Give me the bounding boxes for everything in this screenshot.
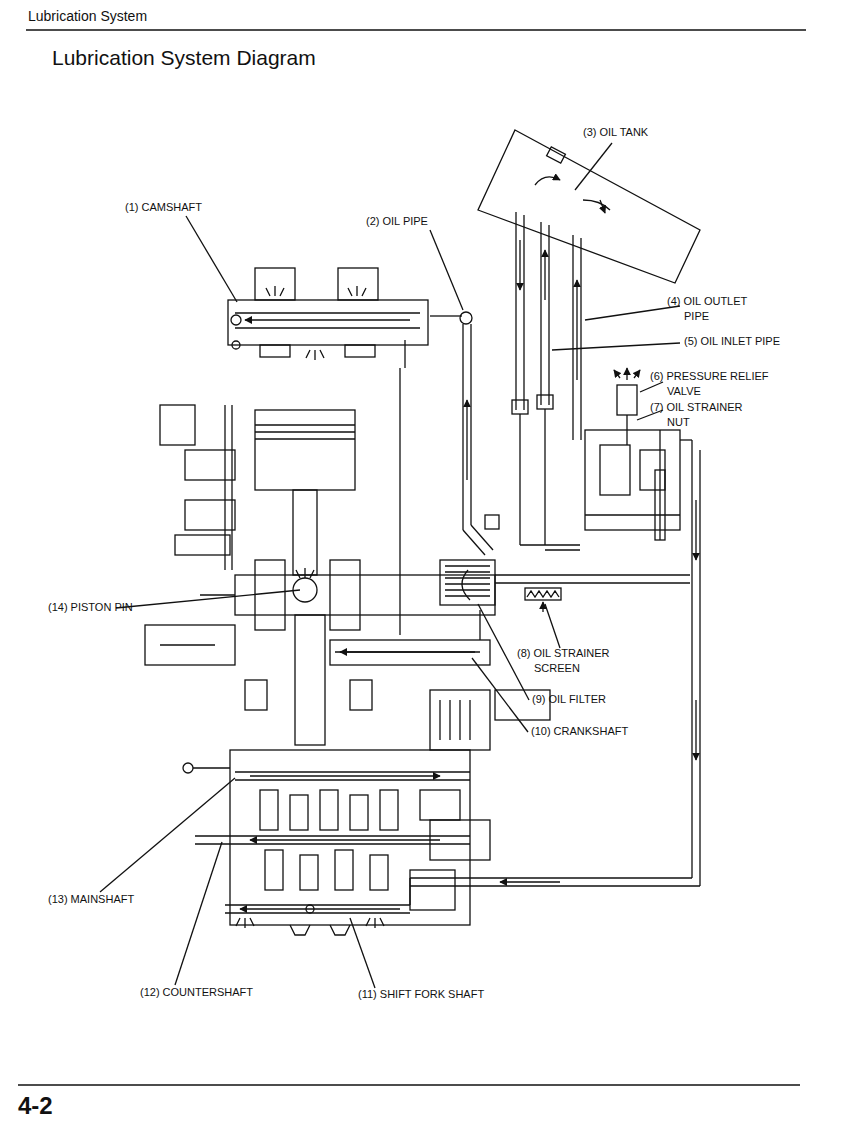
callout-label: (8) OIL STRAINER SCREEN [517, 646, 629, 676]
callout-label: (2) OIL PIPE [366, 214, 428, 229]
callout-label: (3) OIL TANK [583, 125, 648, 140]
page-number: 4-2 [18, 1090, 53, 1122]
callout-label: (9) OIL FILTER [532, 692, 606, 707]
callout-label: (13) MAINSHAFT [48, 892, 134, 907]
callout-label: (4) OIL OUTLET PIPE [667, 294, 767, 324]
callout-label: (14) PISTON PIN [48, 600, 133, 615]
callout-label: (10) CRANKSHAFT [531, 724, 628, 739]
callout-label: (6) PRESSURE RELIEF VALVE [650, 369, 785, 399]
callout-label: (7) OIL STRAINER NUT [650, 400, 762, 430]
diagram-title: Lubrication System Diagram [52, 46, 316, 70]
callout-label: (12) COUNTERSHAFT [140, 985, 253, 1000]
callout-label: (11) SHIFT FORK SHAFT [358, 987, 484, 1002]
callout-label: (5) OIL INLET PIPE [684, 334, 780, 349]
callout-label: (1) CAMSHAFT [125, 200, 202, 215]
section-header: Lubrication System [28, 7, 147, 26]
